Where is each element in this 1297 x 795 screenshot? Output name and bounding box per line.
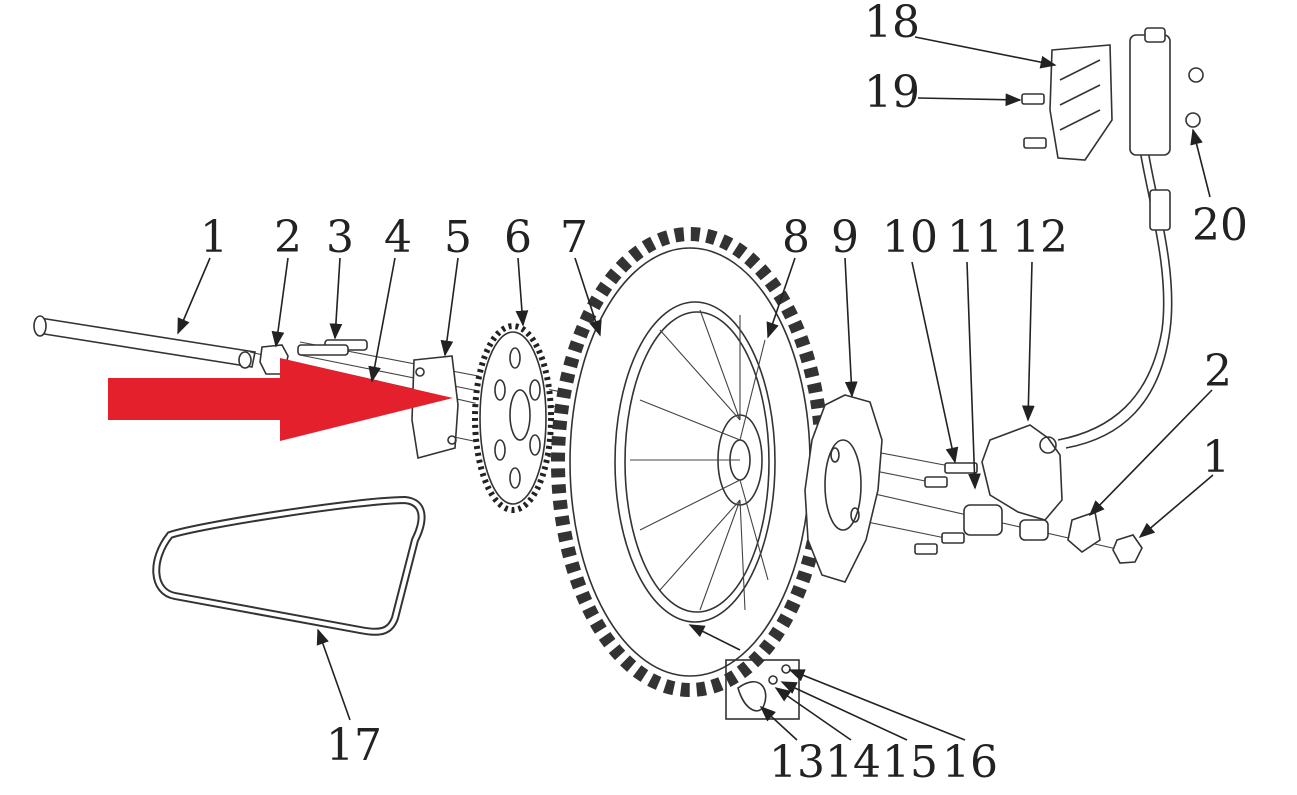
label-part-1-right: 1 xyxy=(1202,432,1230,483)
label-part-8: 8 xyxy=(782,212,810,263)
brake-disc-part xyxy=(804,394,883,583)
master-cylinder-bracket-part xyxy=(1049,44,1113,161)
axle-part xyxy=(33,315,256,369)
bracket-bolts-part xyxy=(1021,67,1204,149)
rear-sprocket-part xyxy=(472,323,554,513)
part-number-labels: 1 2 3 4 5 6 7 8 9 10 11 12 18 19 20 2 1 … xyxy=(200,0,1248,788)
label-part-15: 15 xyxy=(882,737,938,788)
label-part-16: 16 xyxy=(942,737,998,788)
brake-caliper-part xyxy=(981,424,1063,541)
label-part-18: 18 xyxy=(864,0,920,48)
label-part-17: 17 xyxy=(326,720,382,771)
sprocket-bolts-part xyxy=(297,339,368,356)
drive-chain-part xyxy=(152,495,426,636)
label-part-19: 19 xyxy=(864,67,920,118)
red-pointer-arrow xyxy=(108,358,453,441)
caliper-bolts-part xyxy=(914,462,978,555)
wheel-spacer-part xyxy=(963,504,1003,536)
sprocket-spacer-part xyxy=(411,355,459,460)
label-part-13: 13 xyxy=(769,737,825,788)
rear-wheel-part xyxy=(551,227,829,697)
label-part-5: 5 xyxy=(444,212,472,263)
label-part-2-right: 2 xyxy=(1204,346,1232,397)
label-part-3: 3 xyxy=(326,212,354,263)
label-part-14: 14 xyxy=(825,737,881,788)
label-part-6: 6 xyxy=(504,212,532,263)
label-part-11: 11 xyxy=(947,212,1003,263)
axle-nut-part xyxy=(1067,510,1143,564)
label-part-7: 7 xyxy=(560,212,588,263)
label-part-9: 9 xyxy=(831,212,859,263)
label-part-20: 20 xyxy=(1192,200,1248,251)
label-part-1: 1 xyxy=(200,212,228,263)
leader-lines xyxy=(177,36,1214,741)
label-part-12: 12 xyxy=(1012,212,1068,263)
label-part-10: 10 xyxy=(882,212,938,263)
label-part-4: 4 xyxy=(384,212,412,263)
label-part-2: 2 xyxy=(274,212,302,263)
master-cylinder-part xyxy=(1129,27,1171,231)
